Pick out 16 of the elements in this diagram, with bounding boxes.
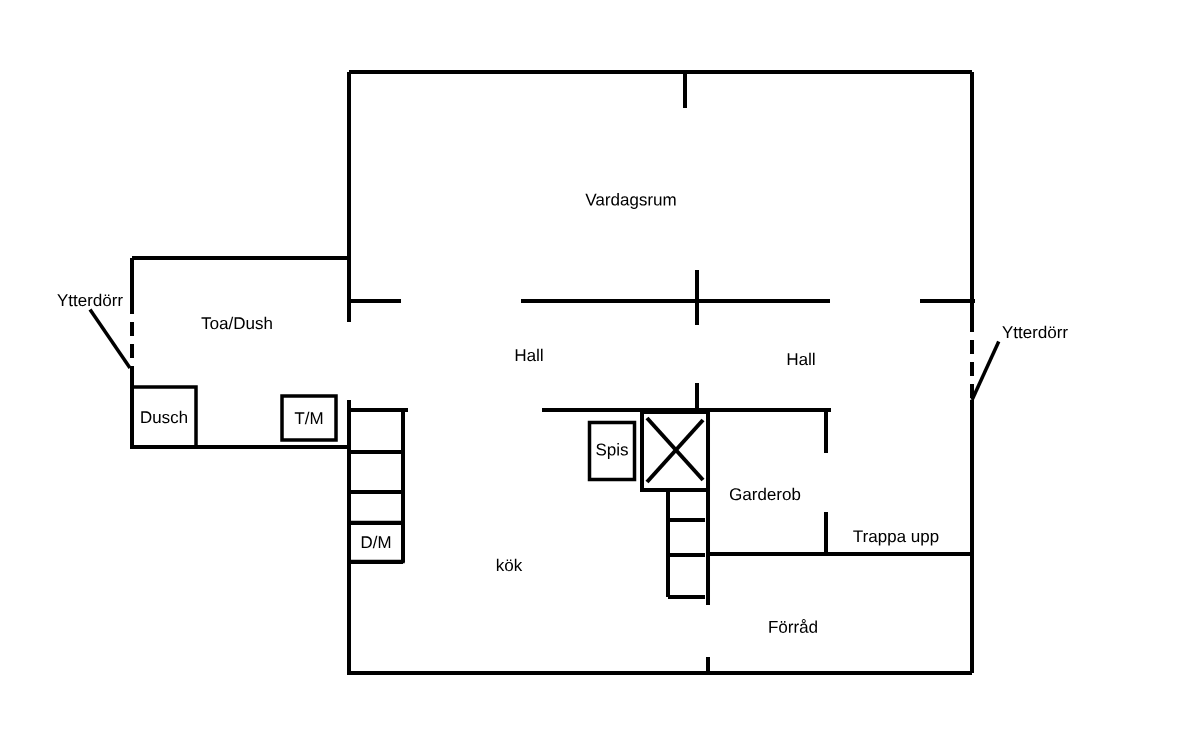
room-label: Hall — [787, 352, 815, 366]
door-label: Ytterdörr — [1002, 325, 1068, 339]
room-label: Vardagsrum — [585, 193, 676, 209]
room-label: Förråd — [769, 619, 817, 633]
fixture-box: T/M — [280, 394, 338, 442]
leader-line — [88, 308, 132, 369]
fixture-box: D/M — [347, 520, 405, 564]
room-label: Toa/Dush — [201, 316, 272, 330]
room-label: Hall — [515, 348, 543, 362]
door-label: Ytterdörr — [57, 293, 123, 307]
fixture-box: Spis — [587, 420, 637, 482]
room-label: Trappa upp — [853, 530, 939, 546]
leader-line — [970, 340, 1001, 401]
fixture-box: Dusch — [130, 385, 198, 449]
room-label: kök — [496, 558, 523, 572]
room-label: Garderob — [729, 487, 801, 501]
